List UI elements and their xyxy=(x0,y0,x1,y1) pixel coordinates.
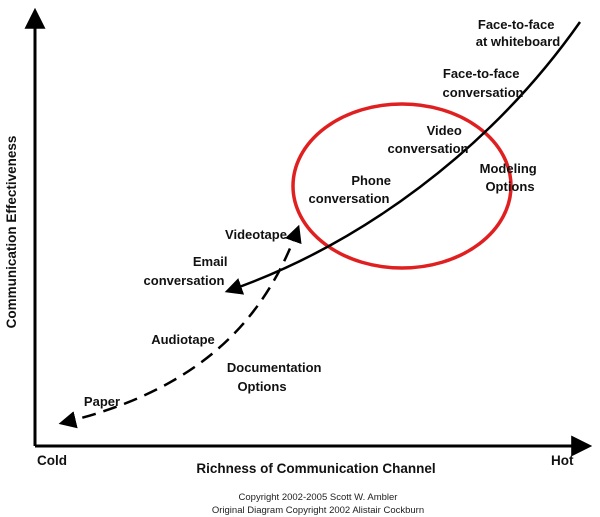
label-audiotape: Audiotape xyxy=(151,332,215,347)
interactive-options-circle xyxy=(291,102,513,270)
label-email-conversation: Email conversation xyxy=(144,254,232,288)
copyright-line-1: Copyright 2002-2005 Scott W. Ambler xyxy=(239,492,398,503)
label-videotape: Videotape xyxy=(225,227,287,242)
y-axis-title: Communication Effectiveness xyxy=(4,136,19,329)
label-modeling-options: Modeling Options xyxy=(480,161,541,194)
label-face-to-face-whiteboard: Face-to-face at whiteboard xyxy=(476,17,561,49)
label-face-to-face-conversation: Face-to-face conversation xyxy=(443,66,524,100)
x-axis-start-label: Cold xyxy=(37,453,67,468)
x-axis-title: Richness of Communication Channel xyxy=(196,461,435,476)
label-video-conversation: Video conversation xyxy=(388,123,469,156)
label-documentation-options: Documentation Options xyxy=(227,360,325,394)
label-paper: Paper xyxy=(84,394,120,409)
modeling-options-curve xyxy=(224,21,582,295)
label-phone-conversation: Phone conversation xyxy=(309,173,395,206)
documentation-options-curve xyxy=(58,224,302,429)
x-axis-end-label: Hot xyxy=(551,453,574,468)
copyright-line-2: Original Diagram Copyright 2002 Alistair… xyxy=(212,505,424,516)
